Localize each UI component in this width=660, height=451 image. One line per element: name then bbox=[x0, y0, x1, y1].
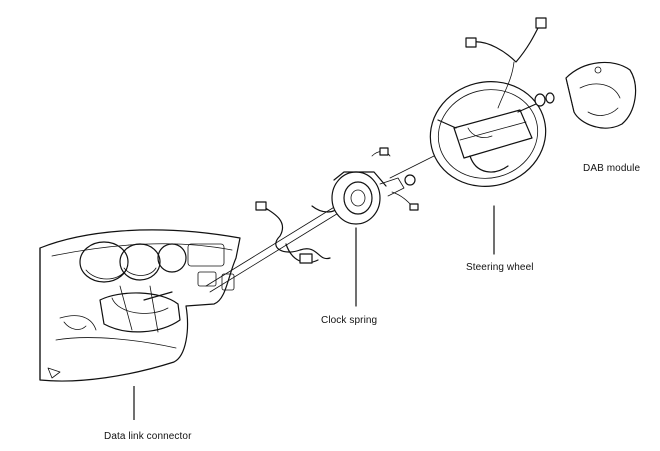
dab-module-label: DAB module bbox=[583, 163, 641, 174]
clock-spring-drawing bbox=[331, 147, 419, 307]
steering-wheel-label: Steering wheel bbox=[466, 262, 534, 273]
dab-module-drawing bbox=[565, 61, 637, 129]
steering-wheel-drawing bbox=[429, 17, 555, 255]
data-link-connector-label: Data link connector bbox=[104, 431, 192, 442]
instrument-panel-drawing bbox=[39, 229, 241, 382]
clock-spring-label: Clock spring bbox=[321, 315, 378, 326]
